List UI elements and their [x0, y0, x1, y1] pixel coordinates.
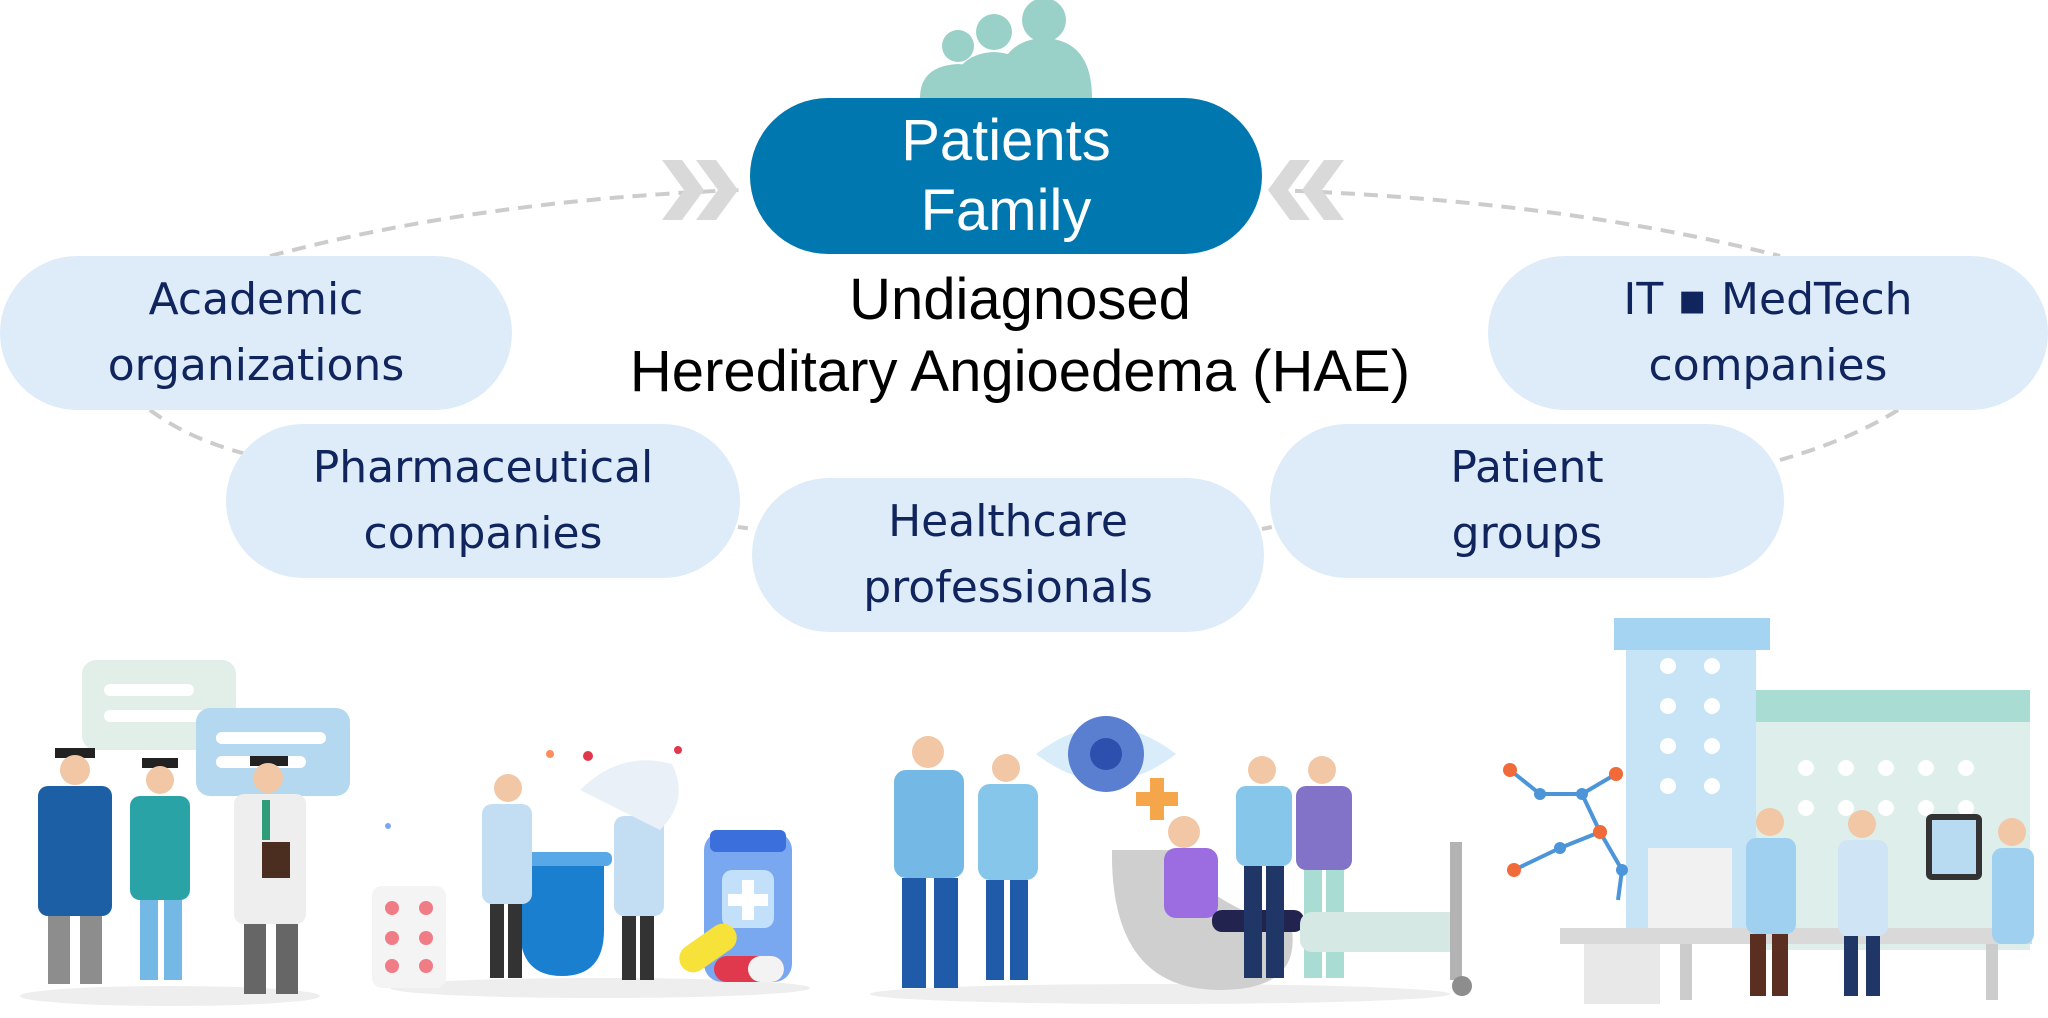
healthcare-line-2: professionals — [863, 562, 1153, 613]
connector-left — [148, 408, 251, 457]
pharma-line-1: Pharmaceutical — [312, 442, 654, 493]
itmed-line-2: companies — [1648, 340, 1888, 391]
hub-line-1: Patients — [901, 108, 1111, 173]
patients-family-hub: Patients Family — [750, 98, 1262, 254]
pharma-line-2: companies — [363, 508, 603, 559]
itmed-line-1: IT ▪ MedTech — [1623, 274, 1913, 325]
healthcare-professionals-node: Healthcare professionals — [752, 478, 1264, 632]
academic-line-2: organizations — [107, 340, 405, 391]
academic-line-1: Academic — [148, 274, 364, 325]
patient-groups-line-1: Patient — [1450, 442, 1604, 493]
center-title-line-2: Hereditary Angioedema (HAE) — [629, 339, 1411, 404]
connector-top-left — [269, 188, 741, 258]
academic-organizations-node: Academic organizations — [0, 256, 512, 410]
connector-top-right — [1271, 188, 1781, 258]
it-medtech-companies-node: IT ▪ MedTech companies — [1488, 256, 2048, 410]
connector-bottom-left — [737, 525, 755, 531]
people-group-icon — [920, 0, 1092, 98]
connector-bottom-right — [1261, 525, 1273, 531]
double-chevron-right-icon — [662, 160, 738, 220]
healthcare-line-1: Healthcare — [888, 496, 1128, 547]
connector-right — [1779, 408, 1900, 462]
hub-line-2: Family — [920, 178, 1092, 243]
pharmaceutical-companies-node: Pharmaceutical companies — [226, 424, 740, 578]
center-title: Undiagnosed Hereditary Angioedema (HAE) — [560, 264, 1480, 408]
center-title-line-1: Undiagnosed — [849, 267, 1191, 332]
patient-groups-line-2: groups — [1451, 508, 1603, 559]
double-chevron-left-icon — [1268, 160, 1344, 220]
patient-groups-node: Patient groups — [1270, 424, 1784, 578]
